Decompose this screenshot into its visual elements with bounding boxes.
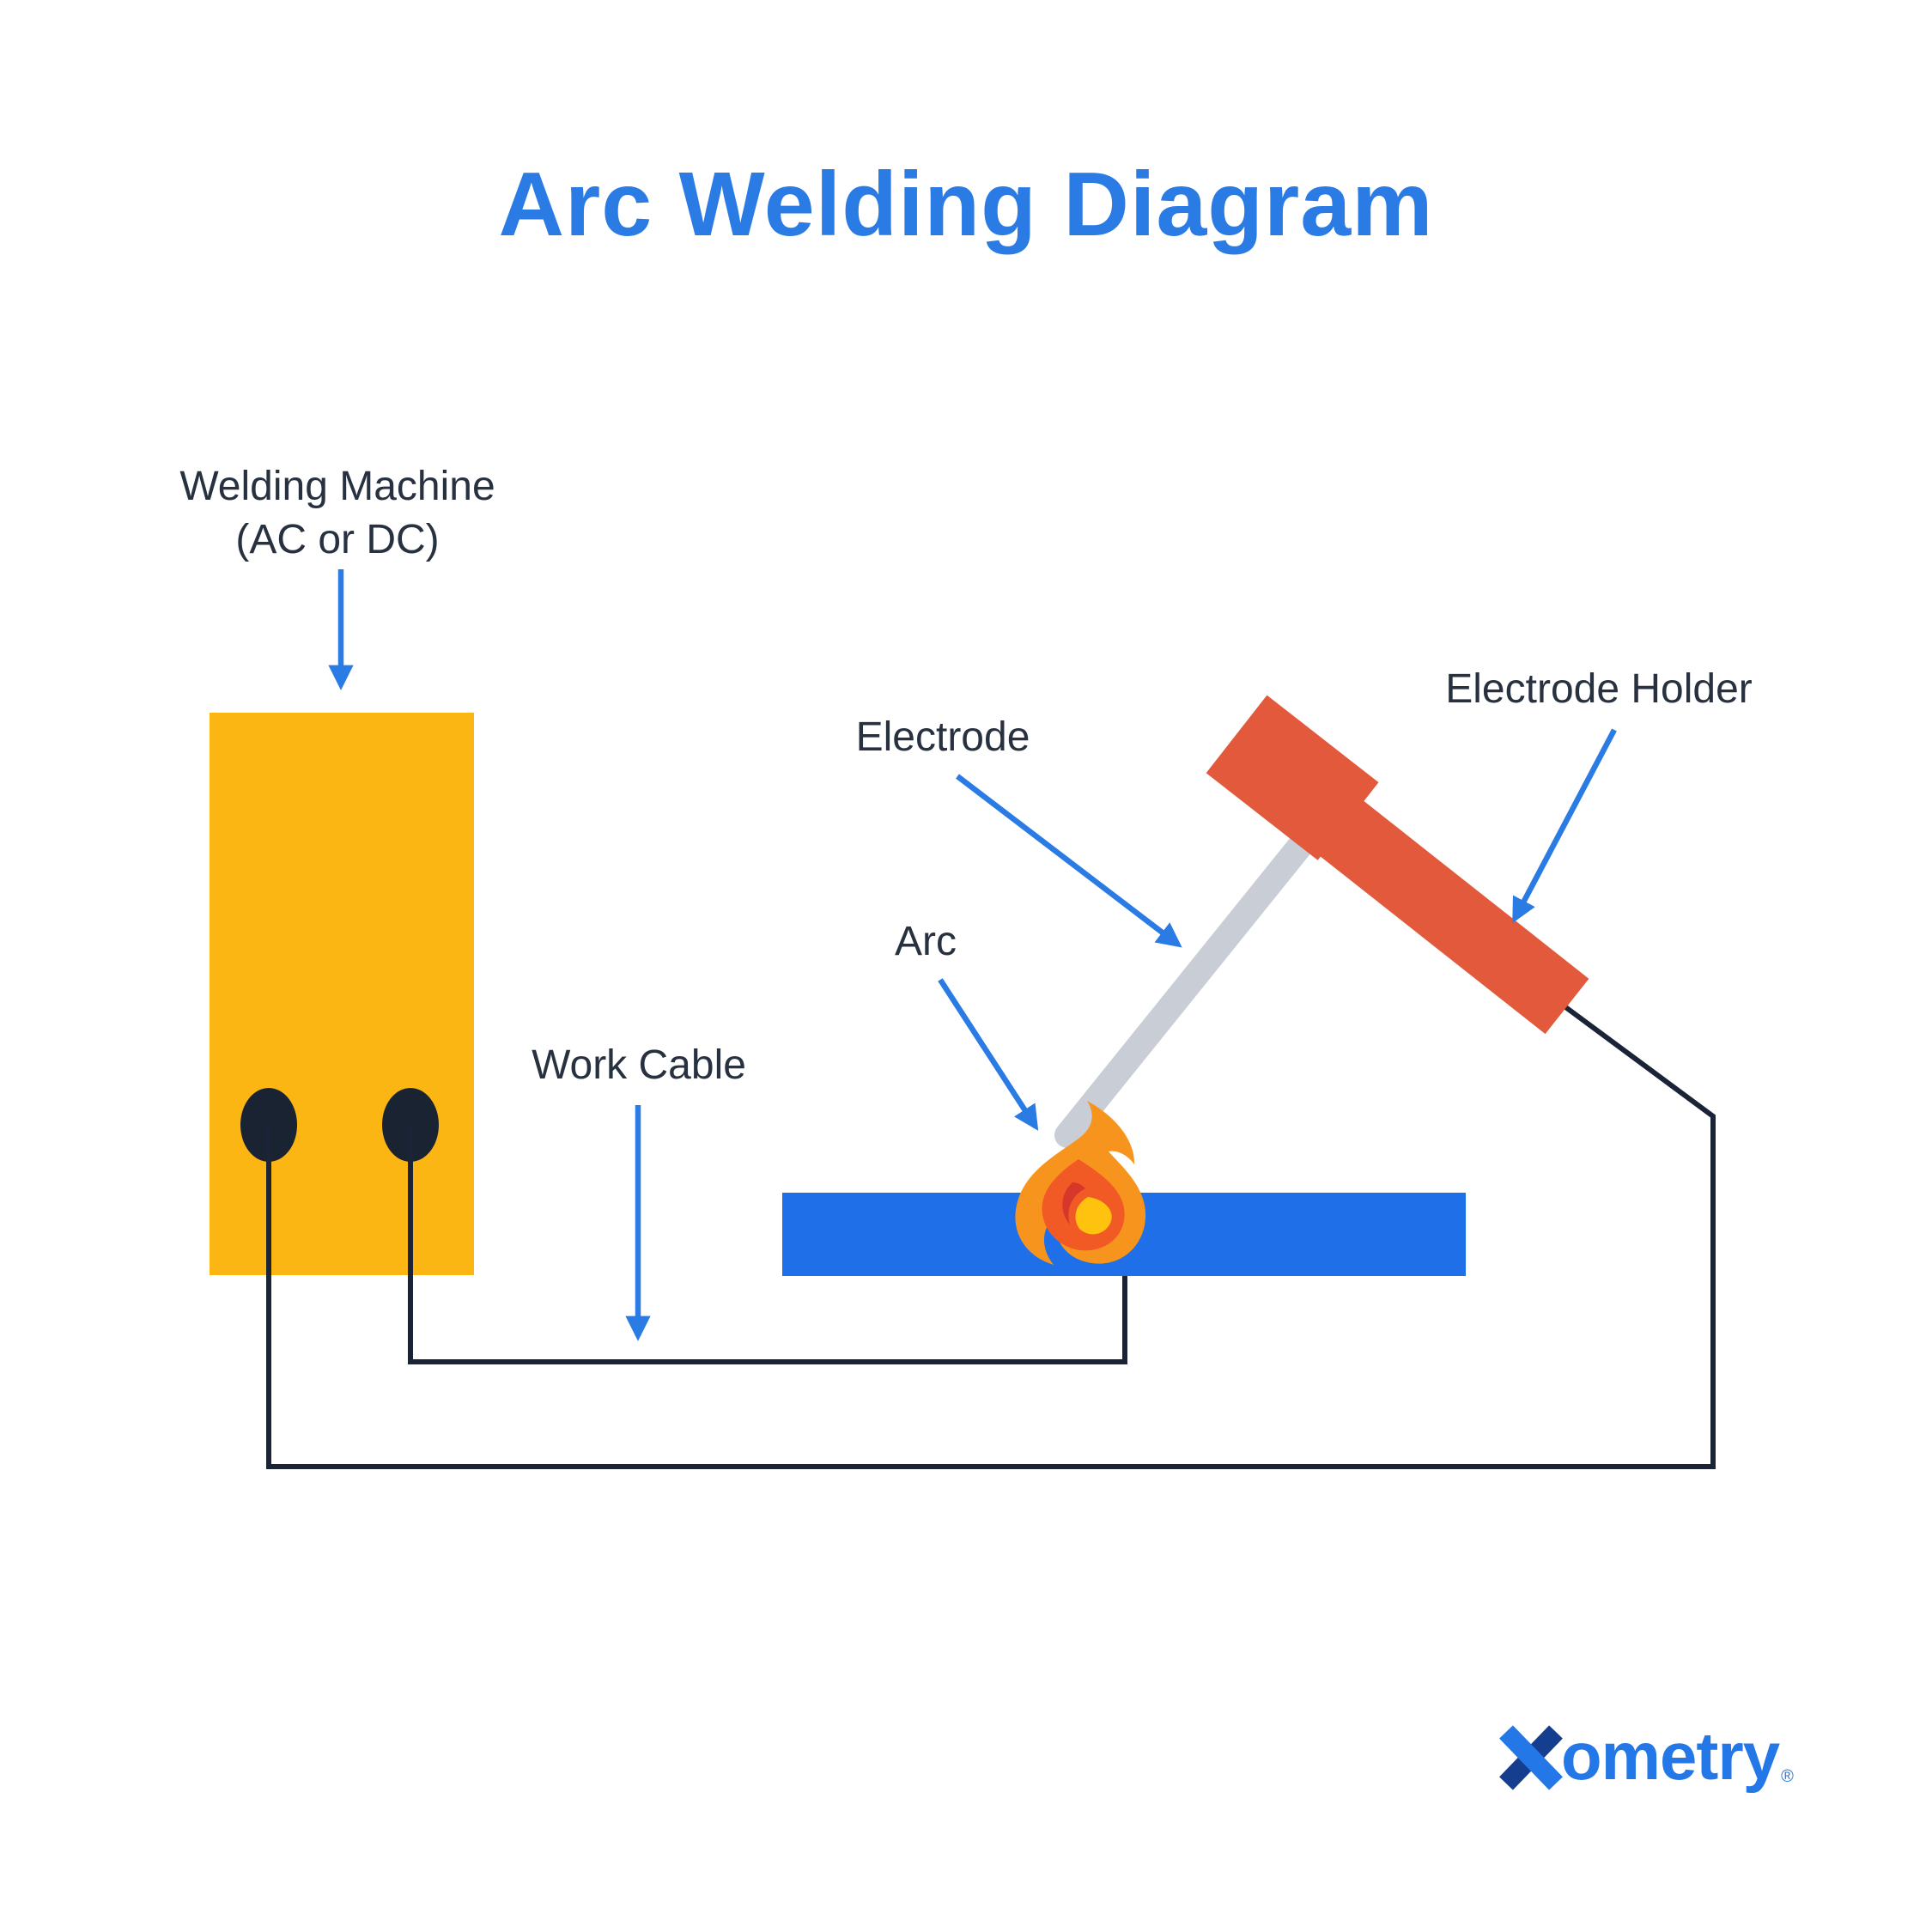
work-cable-line: [408, 1125, 1127, 1364]
electrode-shape: [1054, 818, 1325, 1148]
registered-trademark-mark: ®: [1781, 1767, 1794, 1786]
electrode-holder-label: Electrode Holder: [1445, 666, 1753, 712]
xometry-logo-text: ometry: [1561, 1718, 1780, 1794]
work-cable-label: Work Cable: [532, 1042, 746, 1088]
welding-machine-shape: [210, 713, 474, 1275]
electrode-label: Electrode: [855, 714, 1030, 760]
electrode-cable-line: [266, 1004, 1716, 1469]
welding-machine-label-line2: (AC or DC): [235, 517, 440, 563]
welding-machine-label-line1: Welding Machine: [179, 464, 495, 509]
xometry-logo: ometry ®: [1496, 1717, 1794, 1795]
welding-machine-label: Welding Machine (AC or DC): [179, 460, 495, 568]
electrode-holder-shape: [1247, 743, 1589, 1035]
arc-flame-icon: [1015, 1101, 1146, 1265]
arrow-electrode-holder: [1512, 728, 1617, 924]
page-title: Arc Welding Diagram: [498, 154, 1434, 255]
arrow-arc: [938, 978, 1039, 1131]
arc-label: Arc: [895, 919, 957, 964]
xometry-x-icon: [1499, 1724, 1563, 1790]
arrow-electrode: [956, 774, 1182, 948]
